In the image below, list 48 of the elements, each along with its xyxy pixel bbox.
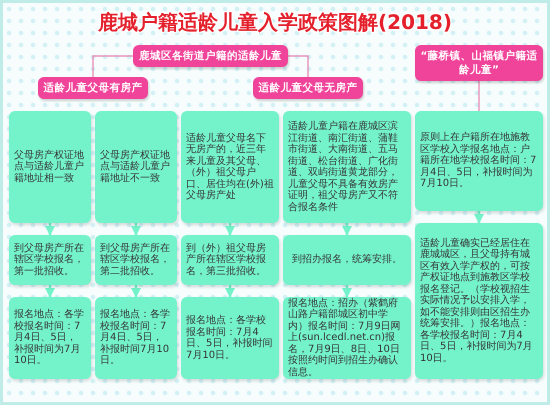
arrow (45, 285, 55, 298)
box-text: 报名地点：各学校报名时间：7月4日、5日，补报时间7月10日。 (100, 309, 171, 367)
box-text: 到父母房产所在辖区学校报名，第二批招收。 (100, 242, 171, 278)
box-text: 到父母房产所在辖区学校报名，第一批招收。 (14, 242, 85, 278)
box-text: 原则上在户籍所在地施教区学校入学报名地点：户籍所在地学校报名时间：7月4日、5日，补报时间为7月10日。 (420, 132, 538, 190)
info-callout (9, 111, 91, 223)
box-text: 适龄儿童父母无房产 (258, 81, 358, 95)
connector-line (92, 55, 133, 77)
box-text: 报名地点：各学校报名时间：7月4日、5日，补报时间7月10日。 (186, 315, 274, 361)
box-text: 适龄儿童户籍在鹿城区滨江街道、南汇街道、蒲鞋市街道、大南街道、五马街道、松台街道、广化街道、双屿街道黄龙部分，儿童父母不具备有效房产证明，祖父母房产又不符合报名条件 (288, 121, 399, 213)
box-text: 适龄儿童父母名下无房产的，近三年来儿童及其父母、（外）祖父母户口、居住均在(外)祖父母房产处 (186, 132, 274, 202)
box-text: 鹿城区各街道户籍的适龄儿童 (139, 49, 282, 63)
category-box (253, 77, 363, 99)
info-callout (181, 111, 279, 223)
box-text: 报名地点：各学校报名时间：7月4日、5日，补报时间为7月10日。 (14, 309, 85, 367)
box-text: 到（外）祖父母房产所在辖区学校报名，第三批招收。 (186, 242, 267, 278)
arrow (342, 223, 352, 236)
info-callout (95, 297, 177, 379)
info-callout (95, 235, 177, 285)
info-callout (283, 235, 411, 285)
box-text: 到招办报名，统筹安排。 (292, 254, 402, 266)
box-text: 父母房产权证地点与适龄儿童户籍地址相一致 (14, 150, 85, 184)
info-callout (9, 235, 91, 285)
arrow (474, 211, 484, 224)
arrow (45, 223, 55, 236)
info-callout (9, 297, 91, 379)
arrow (131, 223, 141, 236)
info-callout (95, 111, 177, 223)
category-box (133, 45, 288, 67)
info-callout (181, 297, 279, 379)
box-text: “藤桥镇、山福镇户籍适龄儿童” (420, 49, 538, 77)
box-text: 适龄儿童父母有房产 (44, 81, 142, 95)
connector-line (478, 81, 480, 111)
arrow (131, 285, 141, 298)
info-callout (181, 235, 279, 285)
connector-line (288, 55, 309, 77)
category-box (38, 77, 148, 99)
box-text: 报名地点：招办（紫鹤府山路户籍部城区初中学内）报名时间：7月9日网上(sun.lcedl.net.cn)报名，7月9日、8日、10日按照约时间到招生办确认信息。 (288, 298, 402, 378)
arrow (225, 223, 235, 236)
info-callout (415, 223, 543, 379)
arrow (342, 285, 352, 298)
arrow (225, 285, 235, 298)
category-box (415, 45, 543, 81)
diagram-title: 鹿城户籍适龄儿童入学政策图解(2018) (98, 9, 452, 36)
info-callout (415, 111, 543, 211)
box-text: 适龄儿童确实已经居住在鹿城城区，且父母持有城区有效入学产权的，可按产权证地点到施教区学校报名登记。（学校视招生实际情况予以安排入学，如不能安排则由区招生办统筹安排。）报名地点：各学校报名时间：7月4日、5日，补报时间为7月10日。 (420, 238, 534, 364)
box-text: 父母房产权证地点与适龄儿童户籍地址不一致 (100, 150, 171, 184)
info-callout (283, 111, 411, 223)
